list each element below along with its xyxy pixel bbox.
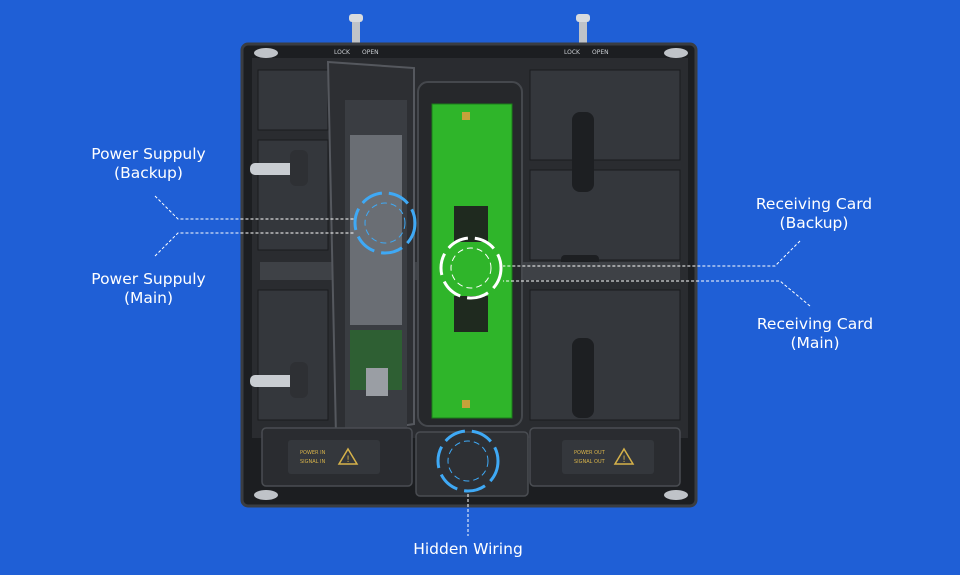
leader-power-main — [154, 232, 355, 257]
label-power-supply-backup: Power Suppuly (Backup) — [86, 145, 211, 183]
label-power-main-line2: (Main) — [123, 289, 174, 307]
power-in-marking: POWER IN — [300, 450, 326, 456]
label-recv-main-line2: (Main) — [790, 334, 840, 352]
svg-text:!: ! — [622, 455, 626, 465]
signal-in-marking: SIGNAL IN — [300, 459, 326, 465]
leader-recv-backup — [503, 240, 801, 267]
warning-right-icon: ! — [613, 447, 635, 465]
right-ribs — [529, 69, 681, 421]
top-handle-right — [576, 14, 590, 48]
signal-out-marking: SIGNAL OUT — [574, 459, 606, 465]
corner-brackets — [254, 48, 688, 500]
top-handle-left — [349, 14, 363, 48]
ring-receiving-card — [439, 236, 503, 300]
lock-right-marking: LOCK — [564, 49, 581, 56]
leader-power-backup — [154, 195, 355, 220]
warning-left-icon: ! — [337, 447, 359, 465]
ring-power-supply — [353, 191, 417, 255]
label-power-supply-main: Power Suppuly (Main) — [86, 270, 211, 308]
label-recv-main-line1: Receiving Card — [756, 315, 874, 333]
ring-hidden-wiring — [436, 429, 500, 493]
open-right-marking: OPEN — [592, 49, 609, 56]
side-lock-top — [250, 150, 308, 186]
side-lock-bottom — [250, 362, 308, 398]
ring-receiving-card-inner — [450, 247, 492, 289]
lock-left-marking: LOCK — [334, 49, 351, 56]
label-power-main-line1: Power Suppuly — [91, 270, 206, 288]
receiving-card-bay — [417, 81, 523, 427]
label-hidden-wiring: Hidden Wiring — [413, 540, 523, 558]
svg-text:!: ! — [346, 455, 350, 465]
ring-power-supply-inner — [364, 202, 406, 244]
label-power-backup-line1: Power Suppuly — [91, 145, 206, 163]
label-power-backup-line2: (Backup) — [114, 164, 183, 182]
label-receiving-card-backup: Receiving Card (Backup) — [750, 195, 878, 233]
label-recv-backup-line2: (Backup) — [779, 214, 849, 232]
label-receiving-card-main: Receiving Card (Main) — [751, 315, 879, 353]
label-recv-backup-line1: Receiving Card — [755, 195, 873, 213]
power-out-marking: POWER OUT — [574, 450, 606, 456]
ring-hidden-wiring-inner — [447, 440, 489, 482]
open-left-marking: OPEN — [362, 49, 379, 56]
leader-lines — [154, 195, 811, 536]
